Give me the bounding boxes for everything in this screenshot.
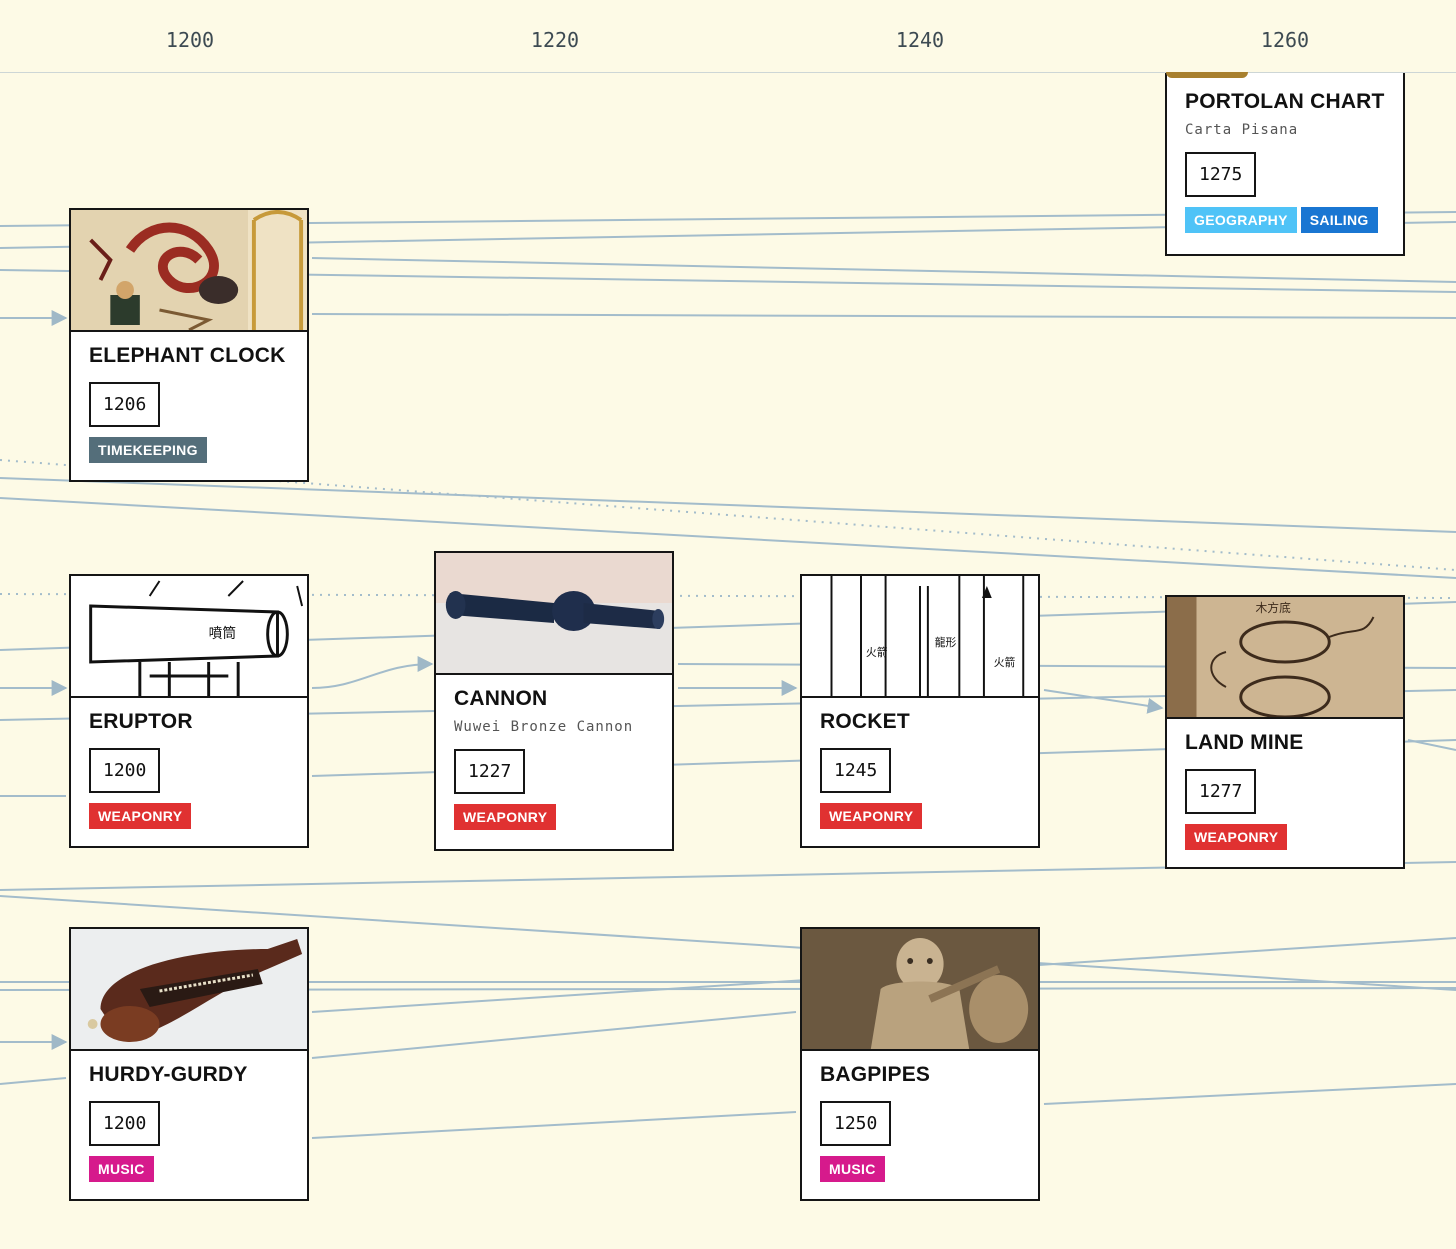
- tag-geography[interactable]: GEOGRAPHY: [1185, 207, 1297, 233]
- portolan-image-edge: [1166, 72, 1248, 78]
- year-badge: 1200: [89, 748, 161, 793]
- card-title: ELEPHANT CLOCK: [89, 344, 286, 367]
- card-title: ROCKET: [820, 710, 910, 733]
- link-line: [311, 313, 1456, 319]
- rocket-image: 火箭 龍形 火箭: [802, 576, 1038, 698]
- year-badge: 1277: [1185, 769, 1257, 814]
- tag-weaponry[interactable]: WEAPONRY: [89, 803, 192, 829]
- eruptor-image: 噴筒: [71, 576, 307, 698]
- elephant-clock-image: [71, 210, 307, 332]
- tag-sailing[interactable]: SAILING: [1300, 207, 1378, 233]
- card-portolan-chart[interactable]: PORTOLAN CHART Carta Pisana 1275 GEOGRAP…: [1165, 72, 1405, 256]
- card-title: BAGPIPES: [820, 1063, 931, 1086]
- bagpipes-image: [802, 929, 1038, 1051]
- card-subtitle: Wuwei Bronze Cannon: [454, 719, 634, 735]
- svg-text:龍形: 龍形: [935, 635, 957, 649]
- link-line: [1043, 1083, 1456, 1105]
- link-line: [311, 1111, 797, 1139]
- year-badge: 1250: [820, 1101, 892, 1146]
- card-cannon[interactable]: CANNON Wuwei Bronze Cannon 1227 WEAPONRY: [434, 551, 674, 851]
- year-badge: 1245: [820, 748, 892, 793]
- year-badge: 1206: [89, 382, 161, 427]
- link-line: [1043, 689, 1164, 714]
- tick-1260: 1260: [1260, 28, 1310, 52]
- link-line: [0, 895, 1456, 991]
- link-line: [311, 257, 1456, 283]
- tag-timekeeping[interactable]: TIMEKEEPING: [89, 437, 207, 463]
- year-badge: 1200: [89, 1101, 161, 1146]
- card-bagpipes[interactable]: BAGPIPES 1250 MUSIC: [800, 927, 1040, 1201]
- year-badge: 1275: [1185, 152, 1257, 197]
- card-elephant-clock[interactable]: ELEPHANT CLOCK 1206 TIMEKEEPING: [69, 208, 309, 482]
- link-line: [0, 477, 1456, 533]
- svg-text:火箭: 火箭: [866, 645, 888, 659]
- timeline-axis: 1200 1220 1240 1260: [0, 0, 1456, 73]
- link-line: [311, 656, 434, 689]
- tag-weaponry[interactable]: WEAPONRY: [820, 803, 923, 829]
- tag-music[interactable]: MUSIC: [89, 1156, 154, 1182]
- card-land-mine[interactable]: 木方底 LAND MINE 1277 WEAPONRY: [1165, 595, 1405, 869]
- svg-text:火箭: 火箭: [994, 655, 1016, 669]
- tag-music[interactable]: MUSIC: [820, 1156, 885, 1182]
- svg-text:木方底: 木方底: [1256, 601, 1291, 615]
- card-subtitle: Carta Pisana: [1185, 122, 1299, 138]
- card-hurdy-gurdy[interactable]: HURDY-GURDY 1200 MUSIC: [69, 927, 309, 1201]
- land-mine-image: 木方底: [1167, 597, 1403, 719]
- dotted-link-line: [0, 459, 1456, 571]
- tick-1240: 1240: [895, 28, 945, 52]
- link-line: [311, 1011, 797, 1059]
- cannon-image: [436, 553, 672, 675]
- tag-weaponry[interactable]: WEAPONRY: [454, 804, 557, 830]
- tick-1200: 1200: [165, 28, 215, 52]
- dotted-link-line: [0, 593, 1456, 599]
- card-title: ERUPTOR: [89, 710, 193, 733]
- tag-weaponry[interactable]: WEAPONRY: [1185, 824, 1288, 850]
- hurdy-gurdy-image: [71, 929, 307, 1051]
- card-title: LAND MINE: [1185, 731, 1304, 754]
- tick-1220: 1220: [530, 28, 580, 52]
- link-line: [1407, 739, 1456, 751]
- card-title: PORTOLAN CHART: [1185, 90, 1385, 113]
- year-badge: 1227: [454, 749, 526, 794]
- link-line: [0, 497, 1456, 579]
- card-title: CANNON: [454, 687, 548, 710]
- link-line: [0, 1077, 67, 1085]
- card-rocket[interactable]: 火箭 龍形 火箭 ROCKET 1245 WEAPONRY: [800, 574, 1040, 848]
- svg-text:噴筒: 噴筒: [209, 625, 237, 642]
- card-title: HURDY-GURDY: [89, 1063, 248, 1086]
- card-eruptor[interactable]: 噴筒 ERUPTOR 1200 WEAPONRY: [69, 574, 309, 848]
